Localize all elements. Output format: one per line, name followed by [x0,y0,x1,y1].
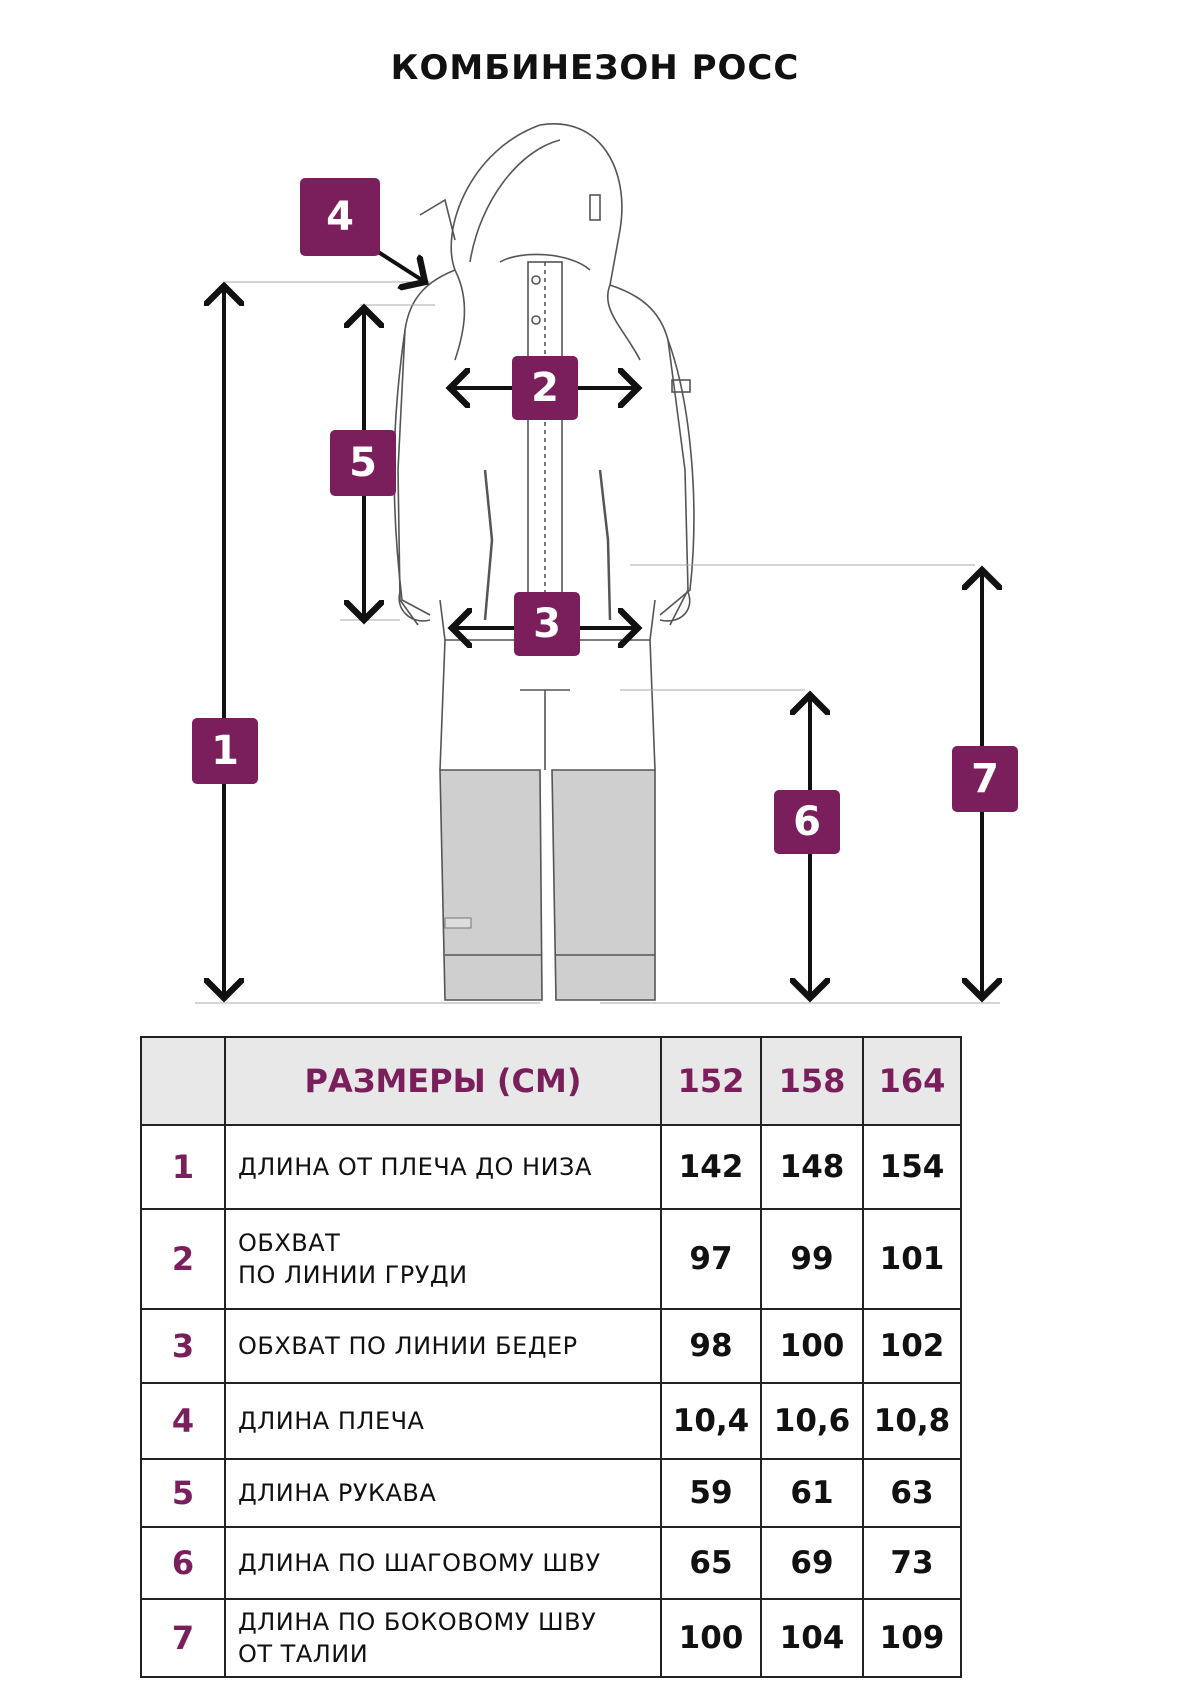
badge-2: 2 [512,356,578,420]
header-size-158: 158 [760,1036,864,1126]
header-size-152: 152 [660,1036,762,1126]
row-label: ДЛИНА РУКАВА [224,1458,662,1528]
header-empty-cell [140,1036,226,1126]
row-value: 154 [862,1124,962,1210]
row-value: 59 [660,1458,762,1528]
row-label: ДЛИНА ОТ ПЛЕЧА ДО НИЗА [224,1124,662,1210]
row-number: 2 [140,1208,226,1310]
row-value: 63 [862,1458,962,1528]
row-value: 73 [862,1526,962,1600]
row-value: 10,4 [660,1382,762,1460]
row-value: 97 [660,1208,762,1310]
badge-1: 1 [192,718,258,784]
row-value: 104 [760,1598,864,1678]
row-label: ДЛИНА ПО ШАГОВОМУ ШВУ [224,1526,662,1600]
row-number: 4 [140,1382,226,1460]
row-value: 69 [760,1526,864,1600]
row-value: 98 [660,1308,762,1384]
row-value: 65 [660,1526,762,1600]
trouser-outline [439,639,656,771]
table-row: 1 ДЛИНА ОТ ПЛЕЧА ДО НИЗА 142 148 154 [140,1124,962,1210]
table-row: 6 ДЛИНА ПО ШАГОВОМУ ШВУ 65 69 73 [140,1526,962,1600]
badge-5: 5 [330,430,396,496]
badge-6: 6 [774,790,840,854]
jumpsuit-diagram [195,123,1190,1004]
row-value: 100 [660,1598,762,1678]
row-number: 7 [140,1598,226,1678]
table-row: 3 ОБХВАТ ПО ЛИНИИ БЕДЕР 98 100 102 [140,1308,962,1384]
trouser-lower-grey [439,769,656,1001]
row-value: 102 [862,1308,962,1384]
table-row: 5 ДЛИНА РУКАВА 59 61 63 [140,1458,962,1528]
badge-7: 7 [952,746,1018,812]
row-label: ОБХВАТ ПО ЛИНИИ БЕДЕР [224,1308,662,1384]
row-number: 5 [140,1458,226,1528]
header-size-164: 164 [862,1036,962,1126]
row-value: 109 [862,1598,962,1678]
row-value: 99 [760,1208,864,1310]
badge-3: 3 [514,592,580,656]
row-number: 1 [140,1124,226,1210]
row-label: ДЛИНА ПЛЕЧА [224,1382,662,1460]
row-value: 148 [760,1124,864,1210]
row-value: 10,8 [862,1382,962,1460]
row-value: 61 [760,1458,864,1528]
row-number: 6 [140,1526,226,1600]
size-table: РАЗМЕРЫ (СМ) 152 158 164 1 ДЛИНА ОТ ПЛЕЧ… [140,1036,962,1678]
table-row: 4 ДЛИНА ПЛЕЧА 10,4 10,6 10,8 [140,1382,962,1460]
table-header-row: РАЗМЕРЫ (СМ) 152 158 164 [140,1036,962,1126]
row-value: 142 [660,1124,762,1210]
jacket-outline [393,261,695,641]
header-label: РАЗМЕРЫ (СМ) [224,1036,662,1126]
badge-4: 4 [300,178,380,256]
hood-outline [419,123,623,286]
page-title: КОМБИНЕЗОН РОСС [390,48,800,88]
row-value: 10,6 [760,1382,864,1460]
row-value: 100 [760,1308,864,1384]
row-number: 3 [140,1308,226,1384]
row-value: 101 [862,1208,962,1310]
